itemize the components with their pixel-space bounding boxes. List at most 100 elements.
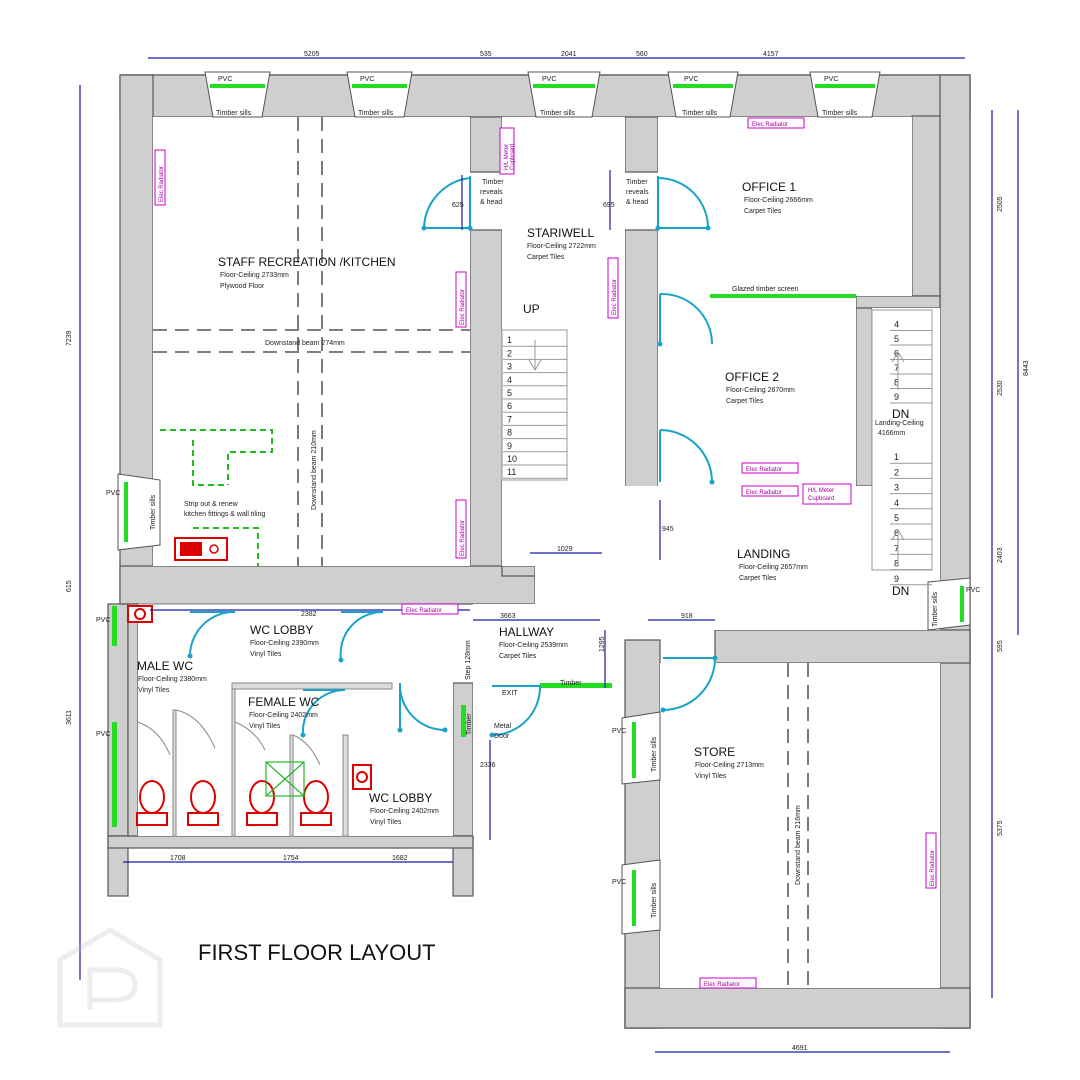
wc-lobby2-name: WC LOBBY bbox=[369, 791, 432, 805]
pvc-label: PVC bbox=[106, 490, 120, 497]
main-stair-step-number: 6 bbox=[507, 401, 512, 411]
meter-cupboard-label: Cupboard bbox=[808, 496, 834, 502]
office1-floor: Carpet Tiles bbox=[744, 208, 782, 215]
main-stair-step-number: 4 bbox=[507, 375, 512, 385]
pvc-label: PVC bbox=[612, 879, 626, 886]
timber-sills-label: Timber sills bbox=[682, 110, 718, 117]
wc-lobby-name: WC LOBBY bbox=[250, 623, 313, 637]
dim-bottom-left: 1708 bbox=[170, 855, 186, 862]
dim-hall: 3663 bbox=[500, 613, 516, 620]
annotations: Timber sills Timber sills Timber sills T… bbox=[96, 76, 980, 918]
strip-out-note: Strip out & renew bbox=[184, 501, 239, 508]
toilet-icon bbox=[136, 780, 168, 826]
meter-cupboard-label: Cupboard bbox=[510, 144, 516, 170]
male-wc-name: MALE WC bbox=[137, 659, 193, 673]
meter-cupboard-label: H/L Meter bbox=[504, 144, 510, 170]
stair-dn-label: DN bbox=[892, 584, 909, 598]
shower-tray-icon bbox=[265, 761, 305, 797]
right-stair-lower-step-number: 7 bbox=[894, 543, 899, 553]
male-wc-ceiling: Floor-Ceiling 2380mm bbox=[138, 676, 207, 683]
toilets bbox=[136, 780, 332, 826]
downstand-beam-label: Downstand beam 210mm bbox=[311, 430, 318, 510]
landing-name: LANDING bbox=[737, 547, 790, 561]
right-stair-lower-step-number: 2 bbox=[894, 467, 899, 477]
dim-hall-1295: 1295 bbox=[599, 636, 606, 652]
dim-top: 5205 bbox=[304, 51, 320, 58]
room-labels: STAFF RECREATION /KITCHEN Floor-Ceiling … bbox=[137, 180, 924, 826]
office2-floor: Carpet Tiles bbox=[726, 398, 764, 405]
store-name: STORE bbox=[694, 745, 735, 759]
hallway-name: HALLWAY bbox=[499, 625, 554, 639]
pvc-label: PVC bbox=[612, 728, 626, 735]
store-ceiling: Floor-Ceiling 2713mm bbox=[695, 762, 764, 769]
dim-hall-2336: 2336 bbox=[480, 762, 496, 769]
office1-name: OFFICE 1 bbox=[742, 180, 796, 194]
dim-bottom-right: 4691 bbox=[792, 1045, 808, 1052]
right-stair-upper-step-number: 6 bbox=[894, 349, 899, 359]
radiator-label: Elec Radiator bbox=[612, 279, 618, 315]
toilet-icon bbox=[300, 780, 332, 826]
radiator-label: Elec Radiator bbox=[460, 520, 466, 556]
dim-door: 695 bbox=[603, 202, 615, 209]
female-wc-floor: Vinyl Tiles bbox=[249, 723, 281, 730]
main-stair-step-number: 7 bbox=[507, 414, 512, 424]
radiator-label: Elec Radiator bbox=[930, 850, 936, 886]
main-stair-step-number: 1 bbox=[507, 335, 512, 345]
radiator-label: Elec Radiator bbox=[460, 289, 466, 325]
main-stair-step-number: 3 bbox=[507, 362, 512, 372]
toilet-icon bbox=[246, 780, 278, 826]
kitchen-name: STAFF RECREATION /KITCHEN bbox=[218, 255, 396, 269]
timber-sills-label: Timber sills bbox=[651, 882, 658, 918]
dim-right: 5375 bbox=[997, 820, 1004, 836]
stairwell-name: STARIWELL bbox=[527, 226, 594, 240]
dim-bottom-left: 1754 bbox=[283, 855, 299, 862]
timber-reveals-label: reveals bbox=[626, 189, 649, 196]
timber-sills-label: Timber sills bbox=[358, 110, 394, 117]
dim-right: 2530 bbox=[997, 380, 1004, 396]
dimension-labels: 5205 535 2041 560 4157 7239 615 3611 250… bbox=[66, 51, 1030, 1052]
doors bbox=[189, 176, 716, 736]
window-2 bbox=[346, 71, 413, 118]
timber-reveals-label: & head bbox=[480, 199, 502, 206]
kitchen-fittings bbox=[160, 429, 273, 566]
window-4 bbox=[667, 71, 739, 118]
dim-left: 615 bbox=[66, 580, 73, 592]
top-windows bbox=[204, 71, 881, 118]
main-stair-step-number: 11 bbox=[507, 467, 516, 477]
watermark-logo bbox=[57, 927, 163, 1028]
right-stair-lower-step-number: 5 bbox=[894, 513, 899, 523]
kitchen-ceiling: Floor-Ceiling 2733mm bbox=[220, 272, 289, 279]
hallway-ceiling: Floor-Ceiling 2539mm bbox=[499, 642, 568, 649]
toilet-icon bbox=[187, 780, 219, 826]
door-hinge-dots bbox=[187, 225, 718, 738]
kitchen-sink-icon bbox=[174, 537, 228, 561]
radiator-label: Elec Radiator bbox=[704, 982, 740, 988]
store-floor: Vinyl Tiles bbox=[695, 773, 727, 780]
dim-right: 2403 bbox=[997, 547, 1004, 563]
right-stair-upper-step-number: 9 bbox=[894, 392, 899, 402]
downstand-beams bbox=[153, 117, 809, 988]
right-stair-upper-step-number: 8 bbox=[894, 378, 899, 388]
dim-top: 2041 bbox=[561, 51, 577, 58]
timber-reveals-label: & head bbox=[626, 199, 648, 206]
dim-right-outer: 8443 bbox=[1023, 360, 1030, 376]
exit-label: EXIT bbox=[502, 690, 518, 697]
main-stair-step-number: 5 bbox=[507, 388, 512, 398]
dim-top: 535 bbox=[480, 51, 492, 58]
window-1 bbox=[204, 71, 271, 118]
timber-sills-label: Timber sills bbox=[822, 110, 858, 117]
right-stair-lower-step-number: 9 bbox=[894, 574, 899, 584]
main-stair-step-number: 2 bbox=[507, 348, 512, 358]
hallway-floor: Carpet Tiles bbox=[499, 653, 537, 660]
radiators bbox=[154, 117, 937, 989]
right-stair-lower-step-number: 4 bbox=[894, 498, 899, 508]
side-windows bbox=[112, 473, 971, 935]
wc-lobby-floor: Vinyl Tiles bbox=[250, 651, 282, 658]
main-stair-step-number: 10 bbox=[507, 454, 517, 464]
timber-sills-label: Timber sills bbox=[540, 110, 576, 117]
timber-reveals-label: Timber bbox=[626, 179, 648, 186]
pvc-label: PVC bbox=[966, 587, 980, 594]
dim-store: 918 bbox=[681, 613, 693, 620]
